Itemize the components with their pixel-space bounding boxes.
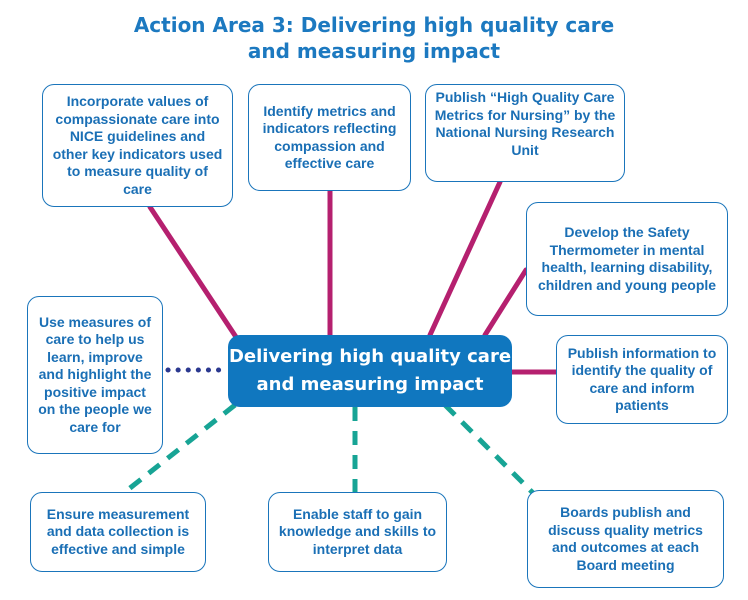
central-node: Delivering high quality care and measurin…: [228, 335, 512, 407]
node-box: Boards publish and discuss quality metri…: [527, 490, 724, 588]
central-line-1: Delivering high quality care: [228, 346, 512, 367]
node-text: Ensure measurement and data collection i…: [46, 505, 190, 557]
node-box: Ensure measurement and data collection i…: [30, 492, 206, 572]
node-text: Identify metrics and indicators reflecti…: [262, 102, 397, 172]
title-line-2: and measuring impact: [247, 39, 501, 63]
connector-1: [147, 204, 241, 343]
node-box: Develop the Safety Thermometer in mental…: [526, 202, 728, 316]
node-text: Publish “High Quality Care Metrics for N…: [434, 89, 616, 158]
node-box: Publish information to identify the qual…: [556, 335, 728, 424]
node-box: Identify metrics and indicators reflecti…: [248, 84, 411, 191]
title-line-1: Action Area 3: Delivering high quality c…: [133, 13, 615, 37]
diagram-title: Action Area 3: Delivering high quality c…: [0, 12, 748, 64]
node-text: Enable staff to gain knowledge and skill…: [278, 505, 437, 557]
central-line-2: and measuring impact: [256, 374, 484, 395]
node-box: Enable staff to gain knowledge and skill…: [268, 492, 447, 572]
node-text: Develop the Safety Thermometer in mental…: [537, 224, 717, 293]
node-text: Publish information to identify the qual…: [567, 344, 717, 414]
node-text: Boards publish and discuss quality metri…: [548, 504, 703, 573]
node-text: Use measures of care to help us learn, i…: [38, 313, 152, 435]
connector-3: [427, 179, 503, 338]
connector-9: [443, 403, 537, 497]
node-box: Incorporate values of compassionate care…: [42, 84, 233, 207]
node-text: Incorporate values of compassionate care…: [52, 93, 223, 197]
node-box: Publish “High Quality Care Metrics for N…: [425, 84, 625, 182]
connector-4: [482, 267, 529, 338]
node-box: Use measures of care to help us learn, i…: [27, 296, 163, 454]
